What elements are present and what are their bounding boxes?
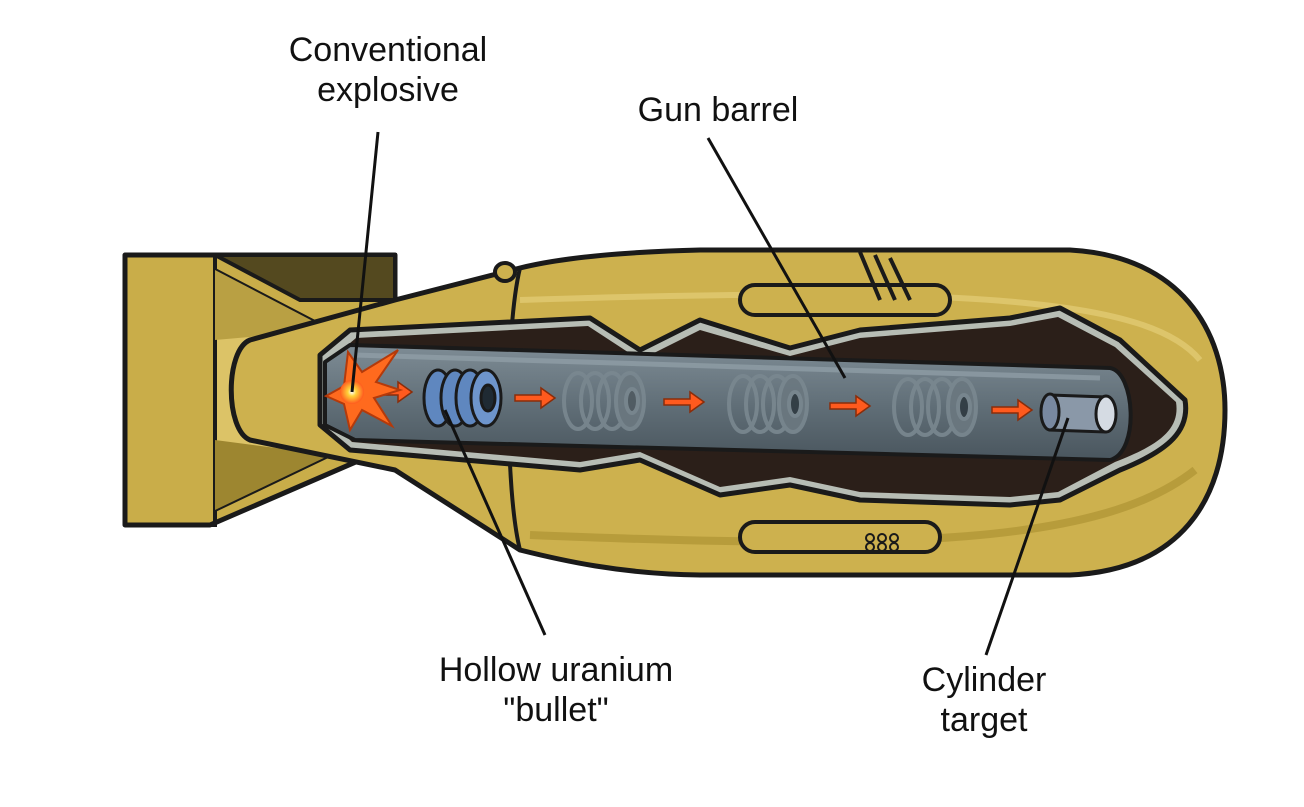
- leader-target: [984, 417, 1070, 656]
- leader-bullet: [443, 409, 547, 636]
- uranium-bullet: [422, 368, 503, 428]
- label-conventional-explosive: Conventional explosive: [289, 30, 487, 110]
- arrow-icon: [829, 394, 872, 418]
- bullet-ghost-3: [892, 377, 978, 437]
- arrow-icon: [991, 398, 1034, 422]
- leader-barrel: [706, 137, 847, 379]
- label-gun-barrel: Gun barrel: [638, 90, 799, 130]
- label-line: explosive: [317, 71, 459, 109]
- label-line: Cylinder: [921, 661, 1047, 699]
- leader-explosive: [350, 131, 380, 393]
- bullet-ghost-1: [562, 371, 646, 431]
- leader-lines: [350, 131, 1070, 656]
- label-cylinder-target: Cylinder target: [922, 660, 1047, 740]
- label-line: Conventional: [288, 31, 488, 69]
- arrow-icon: [514, 386, 557, 410]
- bolt-holes: [865, 533, 899, 552]
- arrow-icon: [663, 390, 706, 414]
- label-hollow-uranium-bullet: Hollow uranium "bullet": [439, 650, 673, 730]
- label-line: Gun barrel: [637, 91, 799, 129]
- label-line: Hollow uranium: [438, 651, 674, 689]
- label-line: target: [940, 701, 1028, 739]
- cylinder-target: [1039, 392, 1118, 434]
- bullet-ghost-2: [727, 374, 809, 434]
- label-line: "bullet": [503, 691, 609, 729]
- bullet-trail: [562, 371, 978, 437]
